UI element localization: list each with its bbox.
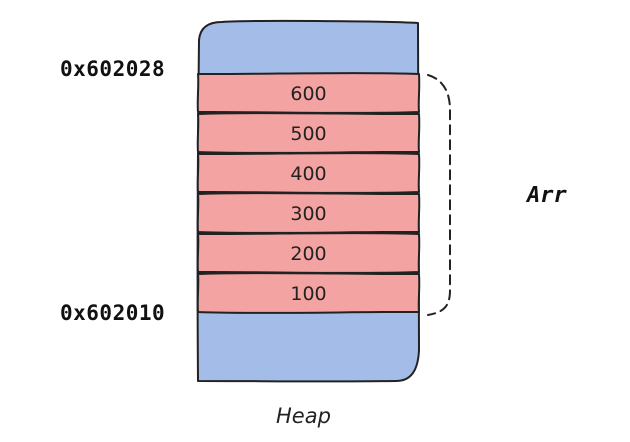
array-cell-value: 600 xyxy=(290,83,326,105)
array-cell-value: 100 xyxy=(290,283,326,305)
array-cell-100 xyxy=(196,272,421,314)
array-brace xyxy=(427,74,451,316)
array-cell-value: 300 xyxy=(290,203,326,225)
array-cell-200 xyxy=(196,232,421,274)
array-cells: 600 500 400 300 200 100 xyxy=(196,72,421,314)
array-name-label: Arr xyxy=(527,183,567,208)
array-cell-value: 400 xyxy=(290,163,326,185)
heap-caption: Heap xyxy=(276,404,331,428)
array-cell-300 xyxy=(196,192,421,234)
bottom-address-label: 0x602010 xyxy=(60,301,166,325)
top-address-label: 0x602028 xyxy=(60,57,166,81)
array-cell-400 xyxy=(196,152,421,194)
array-cell-500 xyxy=(196,112,421,154)
array-cell-value: 200 xyxy=(290,243,326,265)
array-cell-600 xyxy=(196,72,421,114)
array-cell-value: 500 xyxy=(290,123,326,145)
